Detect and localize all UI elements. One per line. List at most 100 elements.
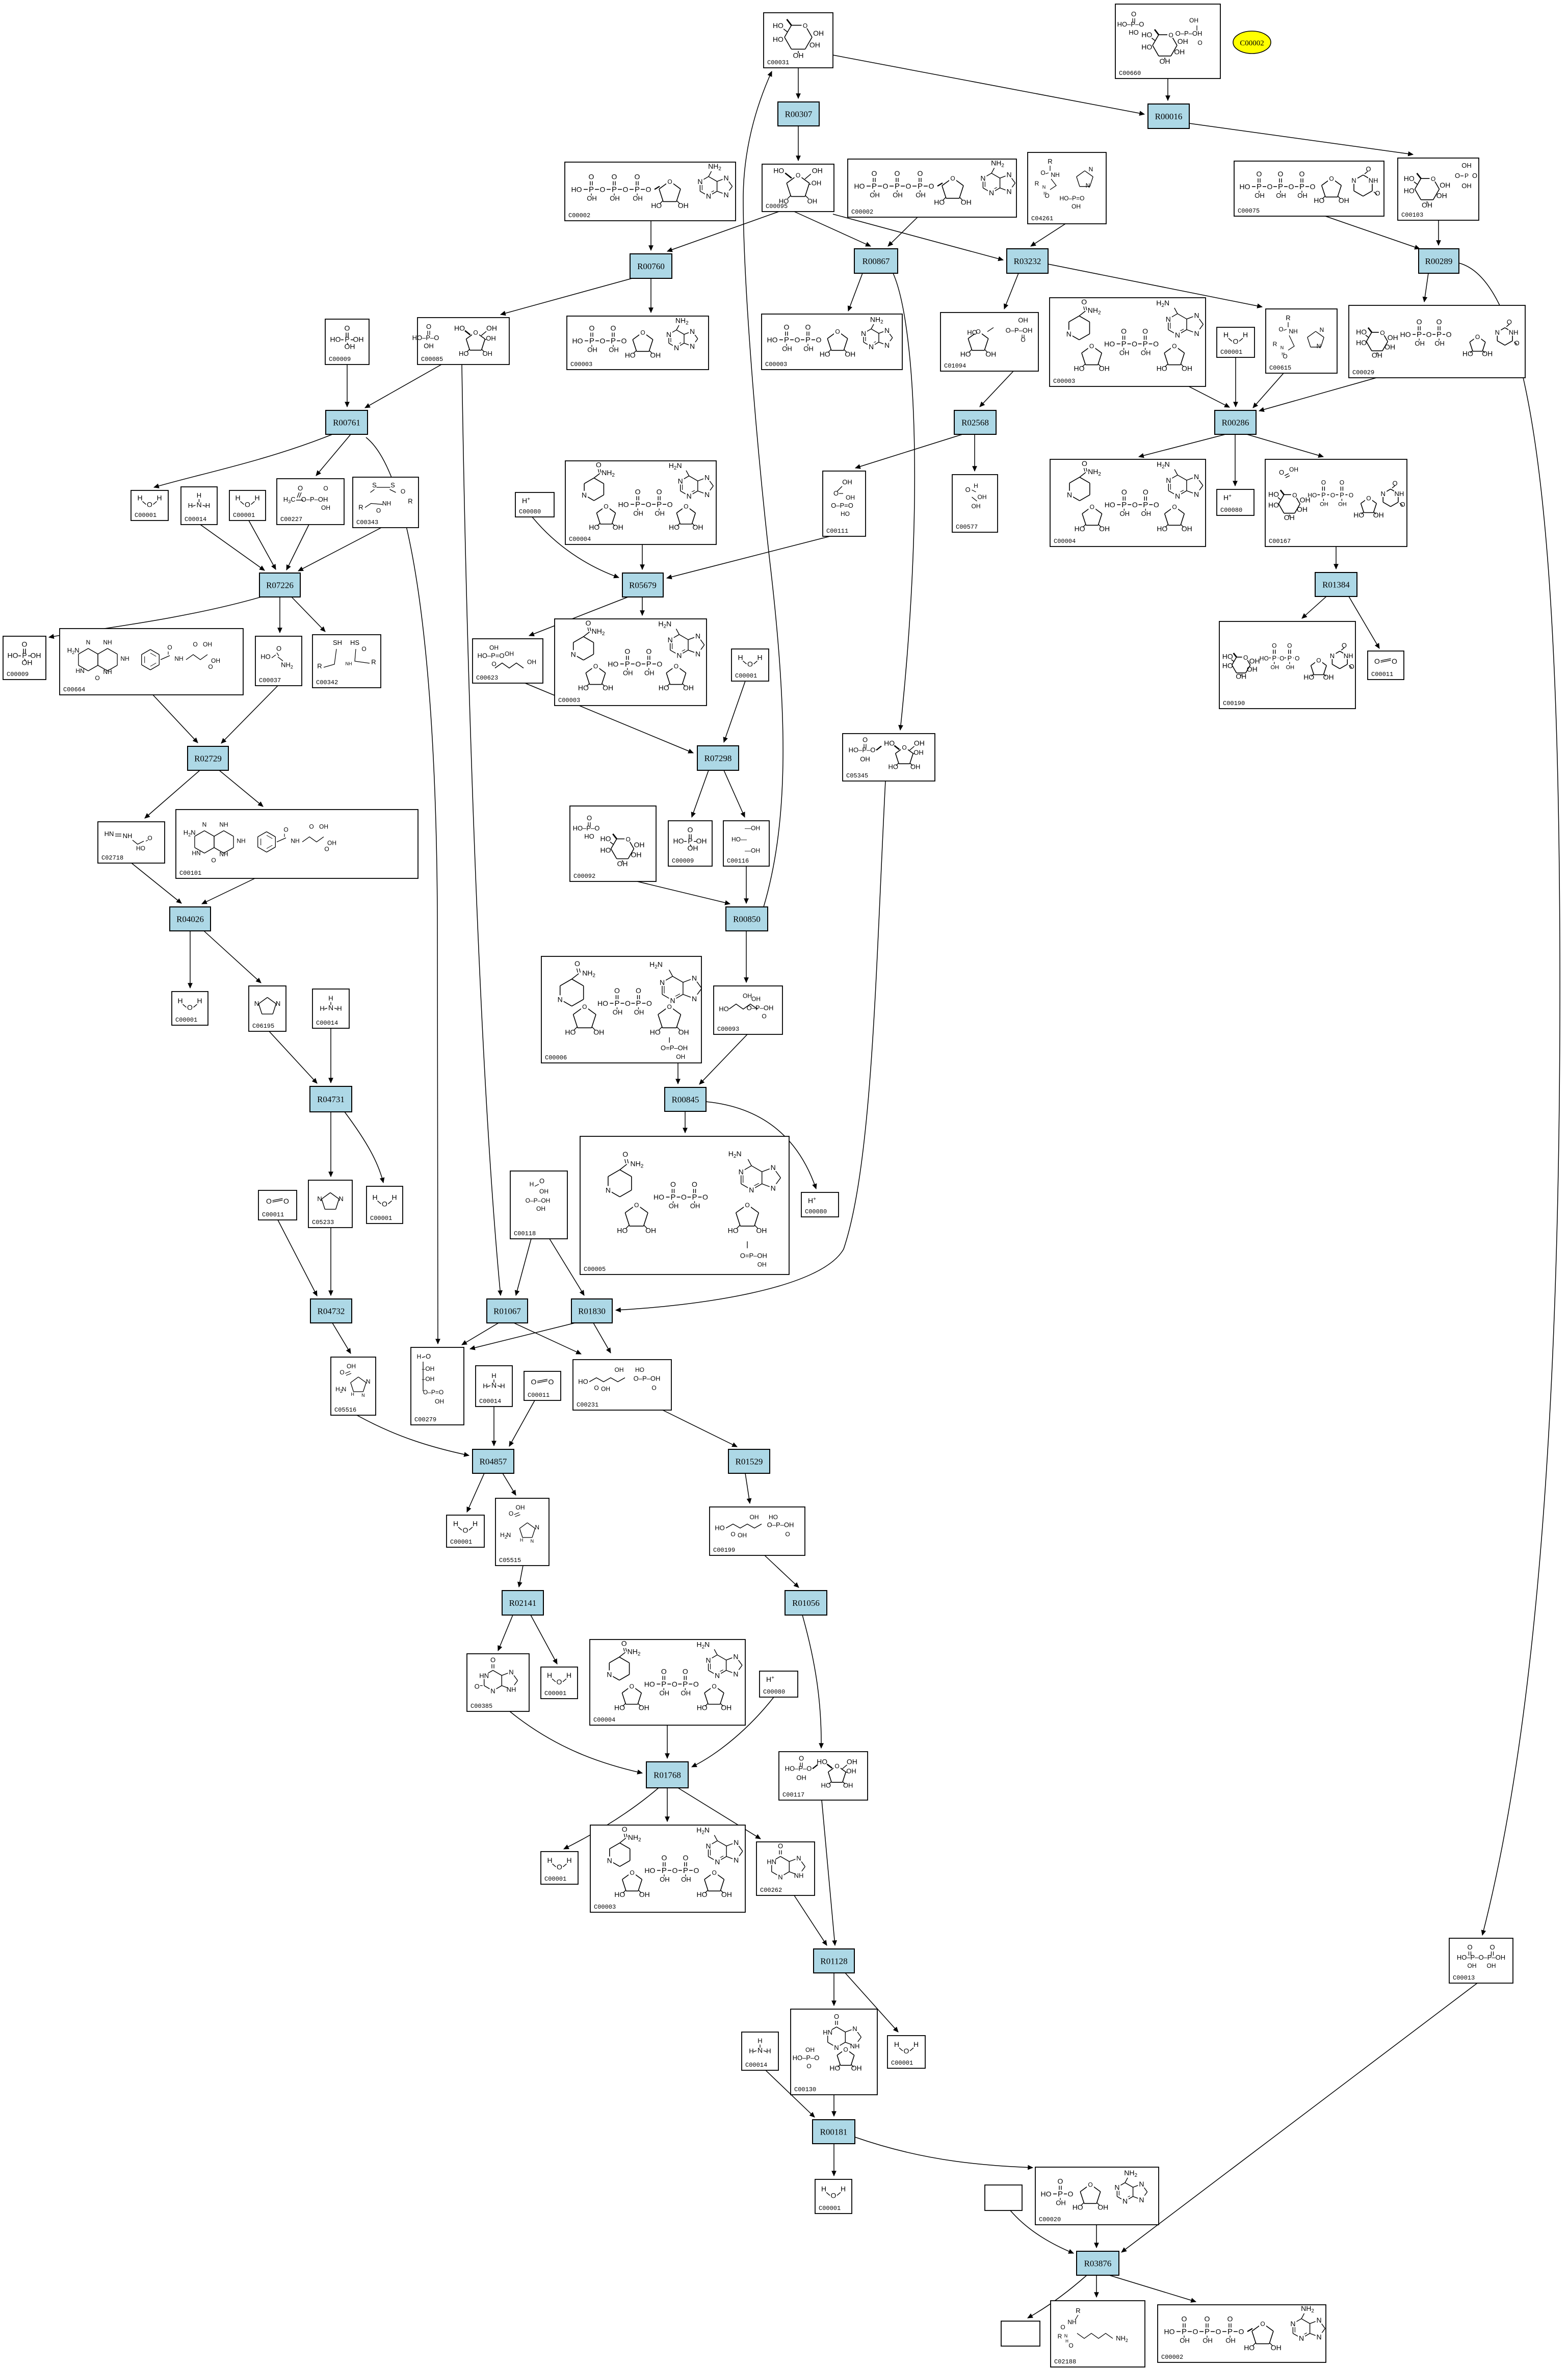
svg-text:C00231: C00231 [577,1401,598,1409]
svg-text:O: O [795,336,800,344]
svg-text:O: O [626,836,631,843]
svg-text:HS: HS [350,639,359,646]
svg-text:C00262: C00262 [760,1887,782,1894]
svg-text:OH: OH [681,1689,691,1697]
svg-text:O: O [646,500,651,508]
svg-text:HO: HO [1041,2190,1052,2198]
svg-text:N: N [342,1386,347,1393]
svg-text:—OH: —OH [745,847,760,854]
svg-text:C00014: C00014 [479,1398,501,1405]
svg-text:O: O [670,1180,676,1188]
svg-text:C: C [291,496,295,503]
svg-text:OH: OH [1141,349,1151,357]
svg-text:OH: OH [1323,673,1334,681]
svg-text:R: R [408,498,412,505]
svg-text:HO: HO [884,739,895,747]
svg-text:OH: OH [1072,203,1081,210]
svg-text:NH2: NH2 [628,1833,641,1843]
svg-text:HO: HO [817,1758,827,1766]
svg-text:P: P [611,337,616,346]
svg-text:P: P [683,1680,688,1688]
svg-text:OH: OH [1461,182,1472,190]
svg-text:N: N [1194,311,1199,320]
svg-text:NH: NH [507,1686,516,1694]
svg-text:OH: OH [603,684,613,692]
svg-text:HO–P–O: HO–P–O [573,824,600,832]
svg-text:OH: OH [1434,340,1445,347]
svg-text:OH: OH [1482,349,1493,357]
svg-text:HO: HO [644,1866,655,1875]
svg-text:O: O [1455,172,1460,179]
svg-text:R01067: R01067 [493,1307,521,1316]
svg-text:H: H [1065,2339,1068,2344]
svg-text:H: H [520,1538,524,1543]
svg-text:R01128: R01128 [820,1957,847,1966]
svg-text:NH2: NH2 [675,317,689,326]
svg-text:R: R [1058,2333,1062,2340]
svg-text:O: O [245,501,250,509]
svg-text:R00289: R00289 [1425,256,1453,266]
svg-text:N: N [317,1195,322,1203]
svg-text:C00227: C00227 [280,516,302,523]
svg-text:C00005: C00005 [584,1266,606,1273]
svg-text:N: N [1166,476,1171,484]
svg-text:HO: HO [572,337,583,345]
svg-text:HO: HO [578,1378,588,1386]
svg-text:O: O [1417,318,1422,326]
svg-text:NH2: NH2 [1124,2169,1137,2178]
svg-text:N: N [1064,2333,1068,2338]
svg-text:O: O [582,1003,587,1010]
svg-text:HO: HO [1157,365,1167,373]
svg-text:H: H [566,1671,571,1679]
svg-text:NH: NH [103,668,112,675]
svg-text:N: N [607,1857,612,1865]
svg-text:O: O [1257,170,1262,178]
svg-text:R01768: R01768 [654,1771,681,1780]
svg-text:O: O [1475,333,1480,341]
svg-text:OH: OH [1255,192,1265,199]
svg-text:HO: HO [571,186,582,194]
svg-text:OH: OH [601,1386,610,1393]
svg-text:O: O [1330,492,1335,499]
svg-text:O: O [906,182,911,190]
svg-text:N: N [715,1672,720,1680]
svg-text:H: H [177,997,182,1005]
svg-text:O: O [509,1510,513,1517]
svg-text:HO–P–O: HO–P–O [412,334,439,342]
svg-text:C00664: C00664 [63,686,85,693]
svg-text:P: P [635,500,640,509]
svg-text:HO: HO [1260,655,1269,662]
svg-text:HO: HO [1075,525,1085,533]
svg-text:HO: HO [578,684,589,692]
svg-text:O–P–OH: O–P–OH [747,1004,774,1012]
svg-text:O: O [634,1202,639,1209]
svg-text:HO: HO [854,182,865,190]
svg-text:NH2: NH2 [1088,467,1101,477]
svg-text:HO: HO [1222,662,1233,670]
svg-text:O: O [574,959,580,968]
svg-text:N: N [706,1656,711,1664]
svg-text:O: O [600,337,606,345]
svg-text:HO: HO [960,350,971,358]
svg-text:N: N [666,330,671,339]
svg-text:NH: NH [382,500,391,507]
svg-text:H: H [483,1382,487,1390]
svg-text:OH: OH [696,837,707,845]
svg-text:P: P [589,186,594,194]
svg-text:R02141: R02141 [509,1598,537,1608]
svg-text:OH: OH [1461,162,1472,169]
svg-text:N: N [1175,492,1180,500]
svg-text:O: O [863,736,868,744]
svg-text:O: O [339,1369,344,1376]
svg-text:OH: OH [972,503,981,510]
svg-text:O: O [1299,170,1305,178]
svg-text:C00342: C00342 [316,679,338,686]
svg-text:O: O [1431,175,1435,183]
svg-text:OH: OH [681,1876,691,1883]
svg-text:N: N [989,189,994,197]
svg-text:O: O [1260,2320,1265,2327]
svg-text:N: N [687,492,692,500]
svg-text:R00850: R00850 [733,915,761,924]
svg-text:HO: HO [1356,339,1367,347]
svg-text:C00004: C00004 [1054,538,1076,545]
